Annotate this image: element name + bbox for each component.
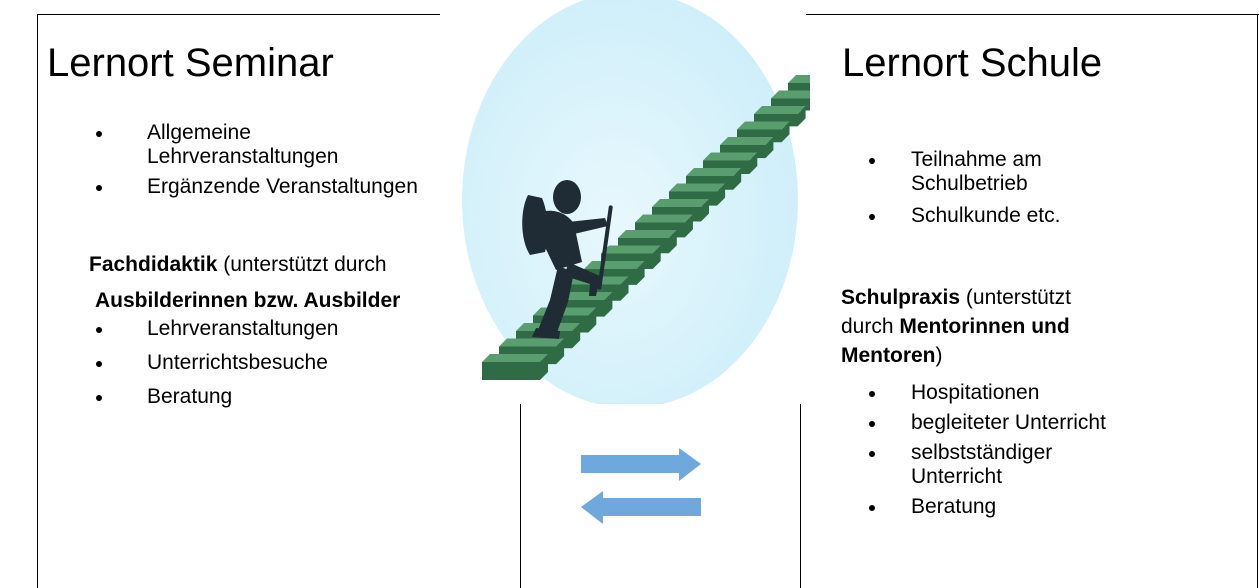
- stair-step-top: [635, 214, 693, 223]
- left-section-heading-line2: Ausbilderinnen bzw. Ausbilder: [95, 289, 401, 312]
- bullet-icon: [96, 131, 102, 137]
- right-box-right: [1257, 14, 1258, 588]
- stair-step-top: [482, 354, 548, 362]
- left-box-top: [37, 14, 440, 15]
- bullet-icon: [96, 361, 102, 367]
- stair-step-top: [737, 121, 790, 130]
- left-column: Lernort Seminar Allgemeine Lehrveranstal…: [0, 0, 450, 588]
- stair-step-top: [669, 183, 726, 192]
- list-item: Ergänzende Veranstaltungen: [89, 175, 507, 199]
- stair-step: [482, 354, 548, 380]
- right-column: Lernort Schule Teilnahme am Schulbetrieb…: [800, 0, 1259, 588]
- bullet-icon: [869, 505, 875, 511]
- stair-step-top: [618, 230, 677, 238]
- right-list-1: Teilnahme am Schulbetrieb Schulkunde etc…: [862, 148, 1060, 228]
- list-item: Lehrveranstaltungen: [89, 317, 338, 351]
- bullet-icon: [869, 158, 875, 164]
- arrow-left-icon: [581, 491, 701, 524]
- climber-figure-icon: [522, 180, 613, 339]
- center-left-divider: [520, 404, 521, 588]
- stair-step-top: [720, 137, 774, 145]
- right-list-2: Hospitationen begleiteter Unterricht sel…: [862, 381, 1106, 519]
- left-list-2: Lehrveranstaltungen Unterrichtsbesuche B…: [89, 317, 338, 409]
- right-box-top: [806, 14, 1259, 15]
- left-list-1: Allgemeine Lehrveranstaltungen Ergänzend…: [89, 121, 507, 199]
- stair-step-top: [754, 106, 806, 114]
- bullet-icon: [96, 327, 102, 333]
- list-item: selbstständiger: [862, 441, 1106, 465]
- stair-step-top: [771, 90, 810, 99]
- list-item: Teilnahme am: [862, 148, 1060, 172]
- list-item: Schulkunde etc.: [862, 204, 1060, 228]
- bullet-icon: [869, 391, 875, 397]
- left-section-heading: Fachdidaktik (unterstützt durch: [89, 253, 387, 276]
- bullet-icon: [869, 214, 875, 220]
- stair-step-top: [788, 75, 810, 83]
- right-title: Lernort Schule: [842, 41, 1103, 85]
- list-item-continued: Unterricht: [911, 465, 1003, 488]
- bullet-icon: [869, 421, 875, 427]
- stair-step-top: [584, 261, 645, 269]
- stair-step-top: [652, 199, 709, 207]
- center-right-divider: [800, 404, 801, 588]
- list-item-continued: Schulbetrieb: [911, 172, 1028, 195]
- list-item: Hospitationen: [862, 381, 1106, 411]
- stair-climber-illustration: [462, 0, 810, 404]
- bullet-icon: [96, 185, 102, 191]
- background-ellipse: [462, 0, 798, 404]
- list-item: Unterrichtsbesuche: [89, 351, 338, 385]
- list-item: Beratung: [862, 495, 1106, 519]
- stair-step-top: [703, 152, 758, 161]
- list-item-continued: Lehrveranstaltungen: [147, 145, 339, 168]
- left-box-left: [37, 14, 38, 588]
- bullet-icon: [869, 451, 875, 457]
- list-item: Allgemeine: [89, 121, 507, 145]
- stair-step: [754, 106, 806, 127]
- bullet-icon: [96, 395, 102, 401]
- stair-step-top: [686, 168, 742, 176]
- stair-step-top: [499, 338, 565, 347]
- stair-step-top: [601, 245, 661, 254]
- arrow-right-icon: [581, 448, 701, 481]
- right-section-heading: Schulpraxis (unterstützt durch Mentorinn…: [841, 286, 1071, 367]
- left-title: Lernort Seminar: [47, 41, 334, 85]
- exchange-arrows-icon: [581, 448, 701, 524]
- list-item: Beratung: [89, 385, 338, 409]
- list-item: begleiteter Unterricht: [862, 411, 1106, 441]
